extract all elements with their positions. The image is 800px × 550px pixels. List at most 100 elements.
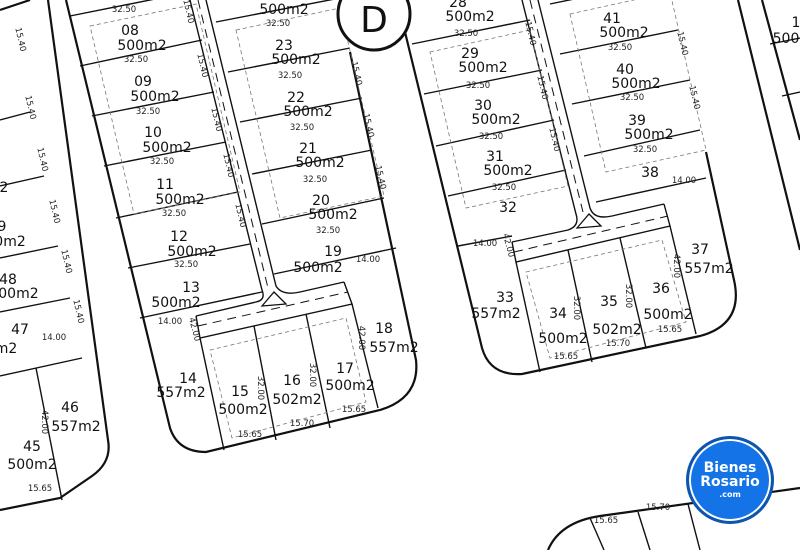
dim-label: 42.00 bbox=[671, 254, 681, 278]
lot-area: 502m2 bbox=[272, 392, 321, 408]
dim-label: 15.40 bbox=[674, 31, 689, 57]
lot-number: 48 bbox=[0, 272, 17, 288]
lot-number: 39 bbox=[628, 113, 646, 129]
lot-number: 16 bbox=[283, 373, 301, 389]
dim-label: 15.70 bbox=[646, 503, 670, 513]
lot-area: 500m2 bbox=[218, 402, 267, 418]
lot-area: 0m2 bbox=[0, 234, 26, 250]
lot-area: 502m2 bbox=[592, 322, 641, 338]
lot-area: 500m2 bbox=[130, 89, 179, 105]
lot-number: 34 bbox=[549, 306, 567, 322]
dim-label: 32.50 bbox=[492, 183, 516, 193]
dim-label: 15.65 bbox=[554, 352, 578, 362]
lot-area: 500m2 bbox=[471, 112, 520, 128]
arrow-icon bbox=[575, 213, 603, 229]
lot-number: 17 bbox=[336, 361, 354, 377]
lot-number: 22 bbox=[287, 90, 305, 106]
dim-label: 14.00 bbox=[158, 317, 182, 327]
dim-label: 15.40 bbox=[194, 53, 209, 79]
dim-label: 14.00 bbox=[356, 255, 380, 265]
dim-label: 15.65 bbox=[28, 484, 52, 494]
dim-label: 32.00 bbox=[571, 296, 581, 320]
lot-number: 23 bbox=[275, 38, 293, 54]
lot-area: 500m2 bbox=[283, 104, 332, 120]
dim-label: 32.50 bbox=[278, 71, 302, 81]
dim-label: 32.50 bbox=[303, 175, 327, 185]
lot-number: 45 bbox=[23, 439, 41, 455]
center-left-inner-street-edge bbox=[189, 0, 345, 317]
center-right-courtyard bbox=[511, 203, 671, 263]
lot-number: 13 bbox=[182, 280, 200, 296]
lot-number: 09 bbox=[134, 74, 152, 90]
dim-label: 32.50 bbox=[608, 43, 632, 53]
lot-area: 500m2 bbox=[117, 38, 166, 54]
lot-number: 14 bbox=[179, 371, 197, 387]
dim-label: 32.50 bbox=[112, 5, 136, 15]
dim-label: 32.50 bbox=[174, 260, 198, 270]
dim-label: 32.50 bbox=[454, 29, 478, 39]
lot-area: 500m2 bbox=[0, 286, 39, 302]
dim-label: 32.50 bbox=[479, 132, 503, 142]
dim-label: 14.00 bbox=[42, 333, 66, 343]
lot-area: 500m2 bbox=[308, 207, 357, 223]
lot-area: 500m2 bbox=[458, 60, 507, 76]
lot-area: 500m2 bbox=[445, 9, 494, 25]
lot-number: 29 bbox=[461, 46, 479, 62]
lot-area: 500m2 bbox=[295, 155, 344, 171]
arrow-icon bbox=[260, 291, 288, 307]
lot-area: 500m2 bbox=[643, 307, 692, 323]
lot-number: 1 bbox=[792, 15, 800, 31]
lot-area: 557m2 bbox=[156, 385, 205, 401]
lot-number: 21 bbox=[299, 141, 317, 157]
lot-area: 500m2 bbox=[155, 192, 204, 208]
dim-label: 15.40 bbox=[546, 127, 561, 153]
lot-number: 36 bbox=[652, 281, 670, 297]
dim-label: 15.40 bbox=[34, 147, 49, 173]
dim-label: 32.00 bbox=[307, 363, 317, 387]
lot-number: 35 bbox=[600, 294, 618, 310]
lot-number: 2 bbox=[0, 180, 8, 196]
lot-area: 500m2 bbox=[151, 295, 200, 311]
lot-area: 500m2 bbox=[167, 244, 216, 260]
block-marker: D bbox=[336, 0, 412, 52]
lot-area: 500m2 bbox=[599, 25, 648, 41]
dim-label: 32.50 bbox=[633, 145, 657, 155]
dim-label: 15.40 bbox=[58, 249, 73, 275]
dim-label: 15.40 bbox=[232, 203, 247, 229]
lot-area: 500m2 bbox=[325, 378, 374, 394]
lot-number: 30 bbox=[474, 98, 492, 114]
lot-number: 10 bbox=[144, 125, 162, 141]
dim-label: 32.50 bbox=[124, 55, 148, 65]
lot-number: 33 bbox=[496, 290, 514, 306]
dim-label: 15.40 bbox=[522, 21, 537, 47]
dim-label: 15.40 bbox=[360, 113, 375, 139]
lot-area: 500m2 bbox=[611, 76, 660, 92]
dim-label: 42.00 bbox=[186, 316, 202, 342]
dim-label: 15.40 bbox=[534, 75, 549, 101]
lot-area: 557m2 bbox=[684, 261, 733, 277]
block-letter: D bbox=[360, 0, 388, 41]
bottom-right-block-edge bbox=[546, 486, 800, 550]
left-block-edge bbox=[0, 0, 110, 512]
lot-area: 557m2 bbox=[471, 306, 520, 322]
lot-area: m2 bbox=[0, 341, 17, 357]
dim-label: 15.40 bbox=[12, 27, 27, 53]
center-left-block-outer-edge bbox=[64, 0, 418, 454]
dim-label: 15.40 bbox=[22, 95, 37, 121]
lot-number: 38 bbox=[641, 165, 659, 181]
lot-area: 557m2 bbox=[369, 340, 418, 356]
logo-line-2: Rosario bbox=[700, 474, 760, 490]
dim-label: 42.00 bbox=[356, 326, 366, 350]
center-right-inner-street-edge bbox=[511, 0, 665, 243]
bienes-rosario-logo: Bienes Rosario .com bbox=[686, 436, 774, 524]
dim-label: 32.50 bbox=[290, 123, 314, 133]
logo-line-1: Bienes bbox=[703, 460, 757, 476]
center-left-courtyard bbox=[195, 281, 353, 339]
access-lanes bbox=[197, 0, 669, 327]
dim-label: 15.65 bbox=[238, 430, 262, 440]
dim-label: 15.40 bbox=[348, 61, 363, 87]
lot-number: 32 bbox=[499, 200, 517, 216]
lot-number: 46 bbox=[61, 400, 79, 416]
